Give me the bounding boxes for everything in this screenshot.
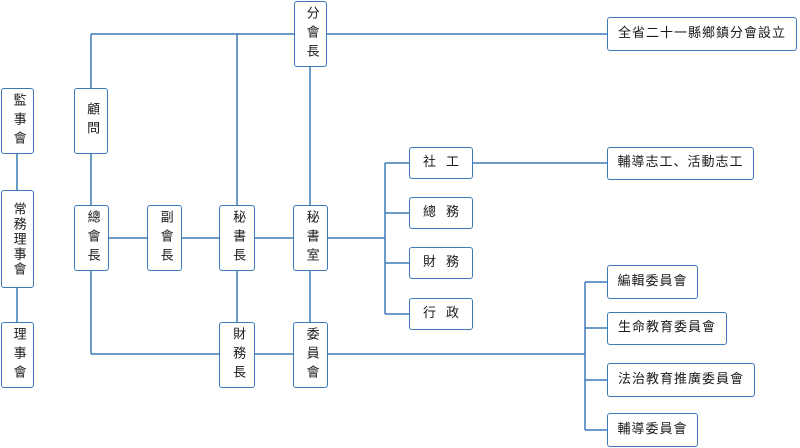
node-editorial-committee: 編輯委員會 <box>607 265 698 299</box>
node-advisor: 顧問 <box>74 88 108 154</box>
node-branch-head: 分會長 <box>294 1 327 67</box>
node-secretary-general: 秘書長 <box>219 205 255 271</box>
node-social-work: 社工 <box>409 147 473 179</box>
node-secretariat: 秘書室 <box>293 205 328 271</box>
node-life-education-committee: 生命教育委員會 <box>607 312 727 345</box>
node-vice-chairman: 副會長 <box>147 205 182 271</box>
node-counseling-committee: 輔導委員會 <box>607 413 698 447</box>
node-volunteers: 輔導志工、活動志工 <box>607 147 754 180</box>
node-administration: 行政 <box>409 298 473 330</box>
node-general-affairs: 總務 <box>409 197 473 229</box>
node-committee: 委員會 <box>293 322 328 388</box>
node-finance: 財務 <box>409 247 473 279</box>
node-treasurer: 財務長 <box>219 322 255 388</box>
node-chairman: 總會長 <box>74 205 109 271</box>
node-branches: 全省二十一縣鄉鎮分會設立 <box>607 17 797 51</box>
node-standing-board: 常務理事會 <box>1 190 34 288</box>
node-legal-education-committee: 法治教育推廣委員會 <box>607 363 755 397</box>
node-board: 理事會 <box>1 322 34 388</box>
node-supervisors: 監事會 <box>1 88 34 154</box>
